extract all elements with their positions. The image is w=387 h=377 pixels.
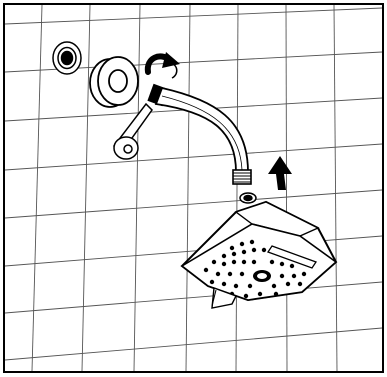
rotate-arrow-icon [144, 52, 180, 79]
wall-outlet-cap-icon [52, 41, 82, 75]
shower-arm-icon [147, 83, 252, 185]
wrench-icon [112, 102, 153, 160]
washer-icon [239, 192, 257, 204]
escutcheon-flange-icon [89, 56, 139, 108]
up-arrow-icon [268, 156, 292, 190]
shower-head-icon [180, 200, 338, 309]
